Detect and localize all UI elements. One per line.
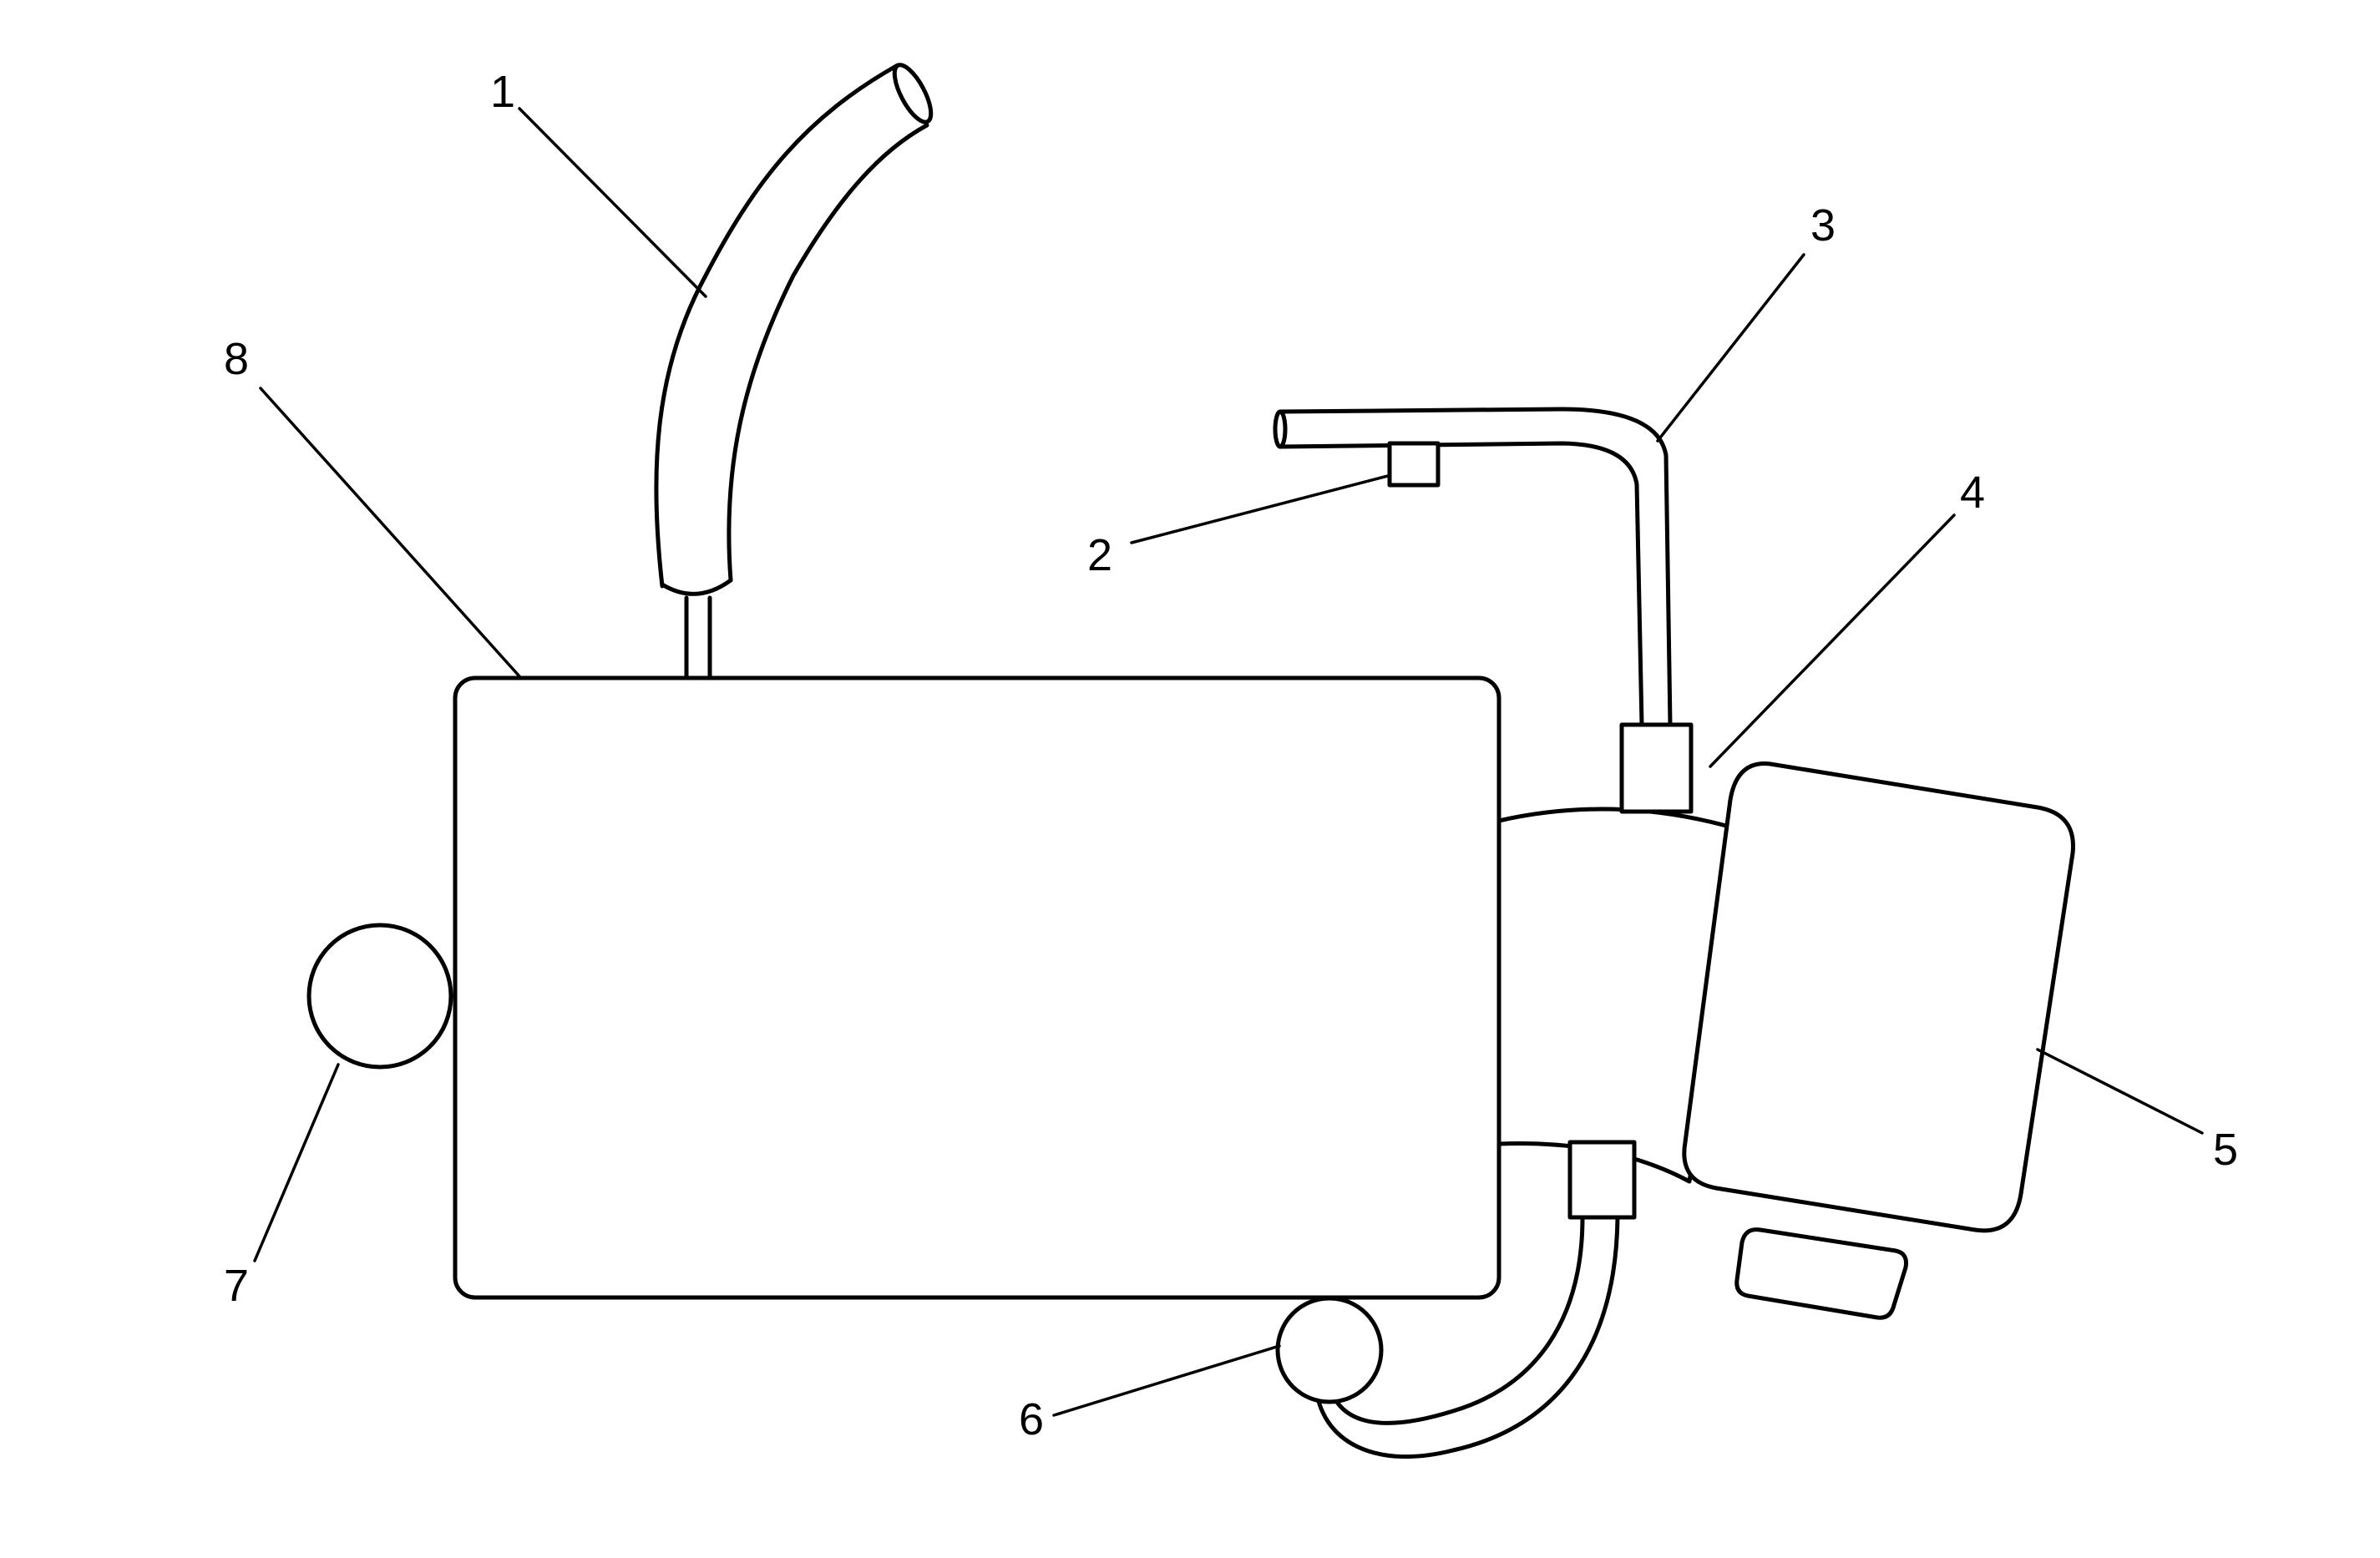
- lower-hose: [1313, 1140, 1637, 1459]
- leader-6: [1052, 1344, 1281, 1417]
- leader-2: [1130, 474, 1390, 544]
- callout-6: 6: [1019, 1394, 1044, 1444]
- leader-7: [253, 1063, 340, 1262]
- upper-connector: [1619, 722, 1694, 814]
- callout-2: 2: [1087, 530, 1112, 580]
- left-round-component: [306, 923, 453, 1070]
- small-fitting: [1387, 441, 1441, 488]
- main-body: [453, 675, 1501, 1300]
- leader-3: [1656, 253, 1805, 443]
- callout-labels: 1 2 3 4 5 6 7 8: [224, 67, 2238, 1444]
- callout-4: 4: [1960, 468, 1985, 518]
- leader-lines: [253, 107, 2204, 1417]
- callout-7: 7: [224, 1261, 249, 1311]
- leader-1: [518, 107, 707, 298]
- module: [1682, 761, 2075, 1320]
- callout-3: 3: [1810, 200, 1836, 250]
- upper-hose: [654, 63, 934, 680]
- lower-round-component: [1275, 1296, 1384, 1404]
- leader-8: [259, 387, 521, 678]
- leader-5: [2036, 1048, 2204, 1135]
- upper-pipe: [1273, 407, 1673, 727]
- callout-8: 8: [224, 334, 249, 384]
- callout-1: 1: [490, 67, 515, 117]
- callout-5: 5: [2213, 1125, 2238, 1175]
- leader-4: [1709, 513, 1956, 768]
